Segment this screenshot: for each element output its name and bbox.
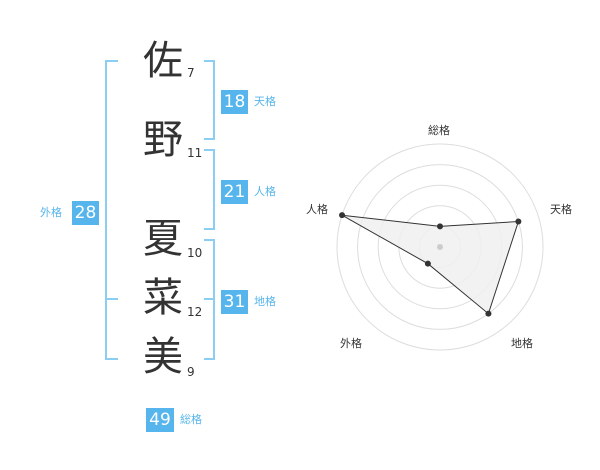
stroke-count-5: 9 xyxy=(187,365,195,379)
gaikaku-value: 28 xyxy=(72,201,99,225)
jinkaku-value: 21 xyxy=(221,180,248,204)
radar-data-point-5 xyxy=(339,212,346,219)
radar-grid-circle xyxy=(336,143,544,351)
radar-data-point-1 xyxy=(437,223,443,230)
chikaku-label: 地格 xyxy=(254,295,276,308)
jinkaku-label: 人格 xyxy=(254,185,276,198)
chikaku-value: 31 xyxy=(221,290,248,314)
soukaku-value: 49 xyxy=(146,408,174,432)
radar-grid-circle xyxy=(357,164,523,330)
name-char-1: 佐 xyxy=(143,38,183,84)
radar-axis-label-jinkaku: 人格 xyxy=(306,203,328,216)
radar-axis-label-soukaku: 総格 xyxy=(428,124,450,137)
radar-data-point-4 xyxy=(424,260,431,267)
name-char-2: 野 xyxy=(143,117,183,163)
stroke-count-1: 7 xyxy=(187,66,195,80)
radar-axis-label-gaikaku: 外格 xyxy=(340,337,362,350)
soukaku-label: 総格 xyxy=(180,413,202,426)
stroke-count-4: 12 xyxy=(187,305,203,319)
tenkaku-value: 18 xyxy=(221,90,248,114)
name-char-3: 夏 xyxy=(143,216,183,262)
stroke-count-3: 10 xyxy=(187,246,203,260)
radar-data-point-3 xyxy=(485,310,492,317)
name-char-4: 菜 xyxy=(143,275,183,321)
name-char-5: 美 xyxy=(143,334,183,380)
radar-center-point xyxy=(437,244,443,250)
gaikaku-label: 外格 xyxy=(40,206,62,219)
radar-axis-label-tenkaku: 天格 xyxy=(550,203,572,216)
radar-data-point-2 xyxy=(515,218,522,225)
tenkaku-label: 天格 xyxy=(254,95,276,108)
jinkaku-bracket xyxy=(204,149,215,230)
tenkaku-bracket xyxy=(204,60,215,140)
radar-axis-label-chikaku: 地格 xyxy=(511,337,533,350)
stroke-count-2: 11 xyxy=(187,146,203,160)
gaikaku-bracket xyxy=(105,60,118,360)
